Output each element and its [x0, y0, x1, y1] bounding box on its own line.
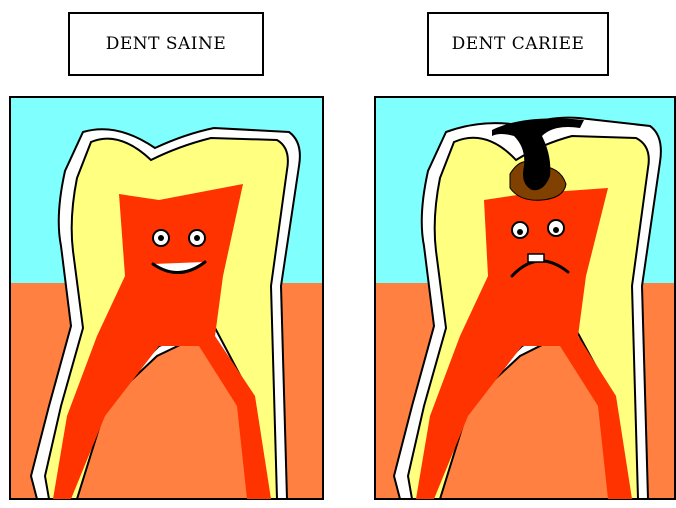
teeth: [528, 254, 544, 262]
healthy-tooth-label: DENT SAINE: [68, 12, 264, 76]
decayed-tooth-label: DENT CARIEE: [427, 12, 609, 76]
decayed-tooth-panel: [374, 96, 676, 500]
healthy-tooth-illustration: [9, 96, 324, 500]
decayed-tooth-illustration: [374, 96, 676, 500]
healthy-tooth-panel: [9, 96, 324, 500]
